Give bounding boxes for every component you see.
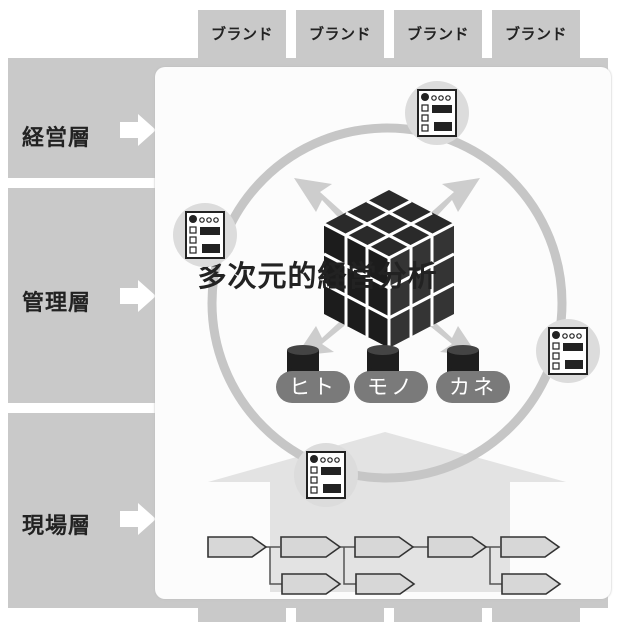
layer-label-executive: 経営層	[22, 126, 92, 151]
layer-label-frontline: 現場層	[22, 514, 92, 539]
arrow-right-icon	[120, 503, 156, 535]
process-step-icon	[354, 536, 415, 558]
brand-label-3: ブランド	[406, 25, 469, 43]
report-document-icon	[405, 81, 469, 145]
report-document-icon	[294, 443, 358, 507]
brand-label-2: ブランド	[308, 25, 371, 43]
brand-label-4: ブランド	[504, 25, 567, 43]
process-step-icon	[355, 573, 416, 595]
process-step-icon	[500, 536, 561, 558]
arrow-right-icon	[120, 280, 156, 312]
cube-icon	[323, 190, 455, 348]
process-step-icon	[501, 573, 562, 595]
brand-label-1: ブランド	[210, 25, 273, 43]
resource-pill-money: カネ	[436, 371, 510, 403]
cycle-ring	[207, 123, 567, 483]
process-step-icon	[207, 536, 268, 558]
arrow-right-icon	[120, 114, 156, 146]
resource-pill-things: モノ	[354, 371, 428, 403]
report-document-icon	[536, 319, 600, 383]
report-document-icon	[173, 203, 237, 267]
center-title: 多次元的経営分析	[197, 259, 438, 293]
resource-pill-people: ヒト	[276, 371, 350, 403]
process-step-icon	[280, 536, 342, 558]
process-step-icon	[427, 536, 488, 558]
layer-label-management: 管理層	[22, 291, 92, 316]
process-step-icon	[281, 573, 342, 595]
